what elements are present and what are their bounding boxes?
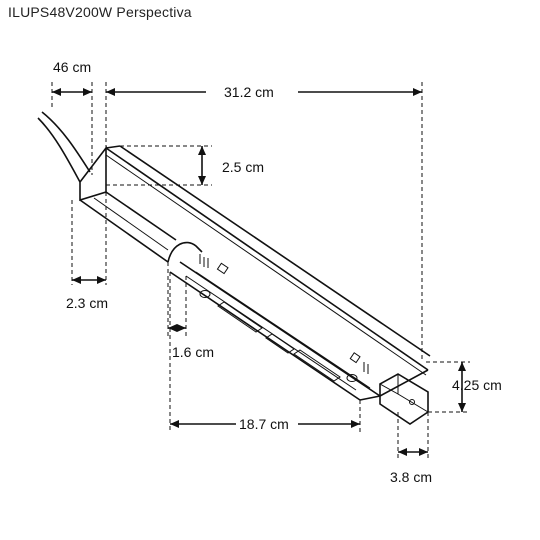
svg-text:4.25 cm: 4.25 cm <box>452 377 502 393</box>
lens-channel <box>169 271 361 401</box>
diagram-title: ILUPS48V200W Perspectiva <box>8 4 192 20</box>
svg-text:2.5 cm: 2.5 cm <box>222 159 264 175</box>
profile-front-face <box>105 191 177 241</box>
svg-text:1.6 cm: 1.6 cm <box>172 344 214 360</box>
profile-top-face <box>105 147 429 371</box>
dim-connector-height: 4.25 cm <box>452 362 502 412</box>
svg-text:18.7 cm: 18.7 cm <box>239 416 289 432</box>
dim-lens-length: 18.7 cm <box>170 416 360 432</box>
right-connector <box>379 373 429 425</box>
dim-profile-height: 2.5 cm <box>198 146 264 185</box>
dim-profile-depth: 2.3 cm <box>66 276 108 311</box>
mount-hole-left <box>199 290 211 298</box>
svg-text:31.2 cm: 31.2 cm <box>224 84 274 100</box>
extension-lines <box>51 82 470 460</box>
svg-text:3.8 cm: 3.8 cm <box>390 469 432 485</box>
recess-cutout <box>167 241 203 263</box>
dim-connector-width: 3.8 cm <box>390 448 432 485</box>
light-fixture <box>37 111 431 425</box>
mount-hole-right <box>346 374 358 382</box>
svg-text:2.3 cm: 2.3 cm <box>66 295 108 311</box>
dim-inner-offset: 1.6 cm <box>168 324 214 360</box>
dim-cable-length: 46 cm <box>52 59 92 96</box>
dim-total-length: 31.2 cm <box>106 84 422 100</box>
left-end-cap <box>79 145 107 202</box>
power-cable <box>37 117 81 183</box>
svg-text:46 cm: 46 cm <box>53 59 91 75</box>
